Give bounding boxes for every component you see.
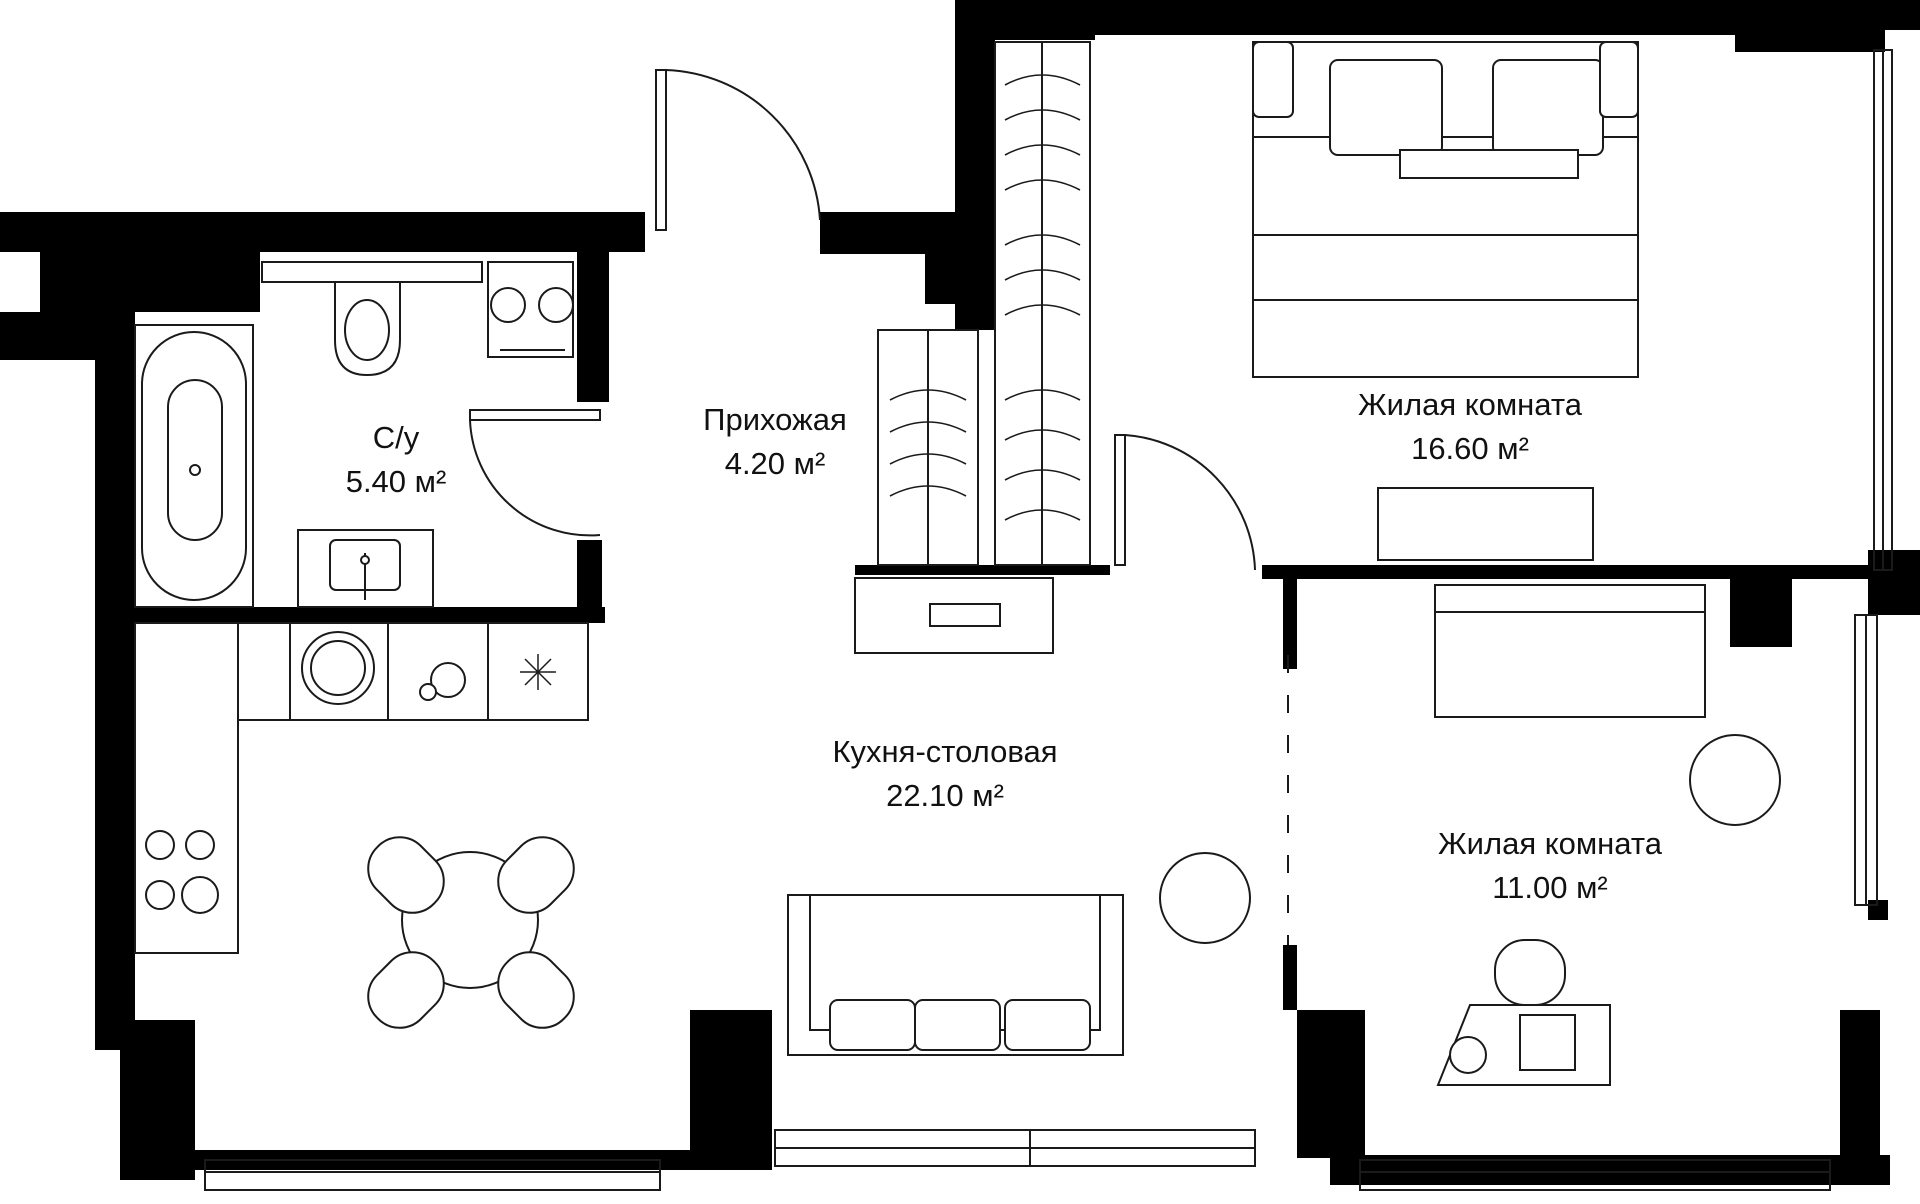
kitchen-fixtures — [134, 622, 1251, 1056]
room-name: С/у — [372, 420, 420, 455]
room-name: Прихожая — [703, 402, 847, 437]
freezer-icon — [520, 654, 556, 690]
room-area: 11.00 м² — [1492, 870, 1608, 905]
bedroom-furniture — [1252, 41, 1639, 561]
sofa — [787, 894, 1124, 1056]
room-area: 16.60 м² — [1411, 431, 1529, 466]
room-label-living: Жилая комната 11.00 м² — [1438, 822, 1662, 910]
room-area: 4.20 м² — [724, 446, 826, 481]
room-label-bedroom: Жилая комната 16.60 м² — [1358, 383, 1582, 471]
sink-icon — [297, 529, 434, 608]
room-area: 22.10 м² — [886, 778, 1004, 813]
side-table — [1159, 852, 1251, 944]
bathroom-fixtures — [134, 261, 574, 608]
room-label-bathroom: С/у 5.40 м² — [346, 416, 447, 504]
washing-machine-icon — [487, 261, 574, 358]
room-label-kitchen: Кухня-столовая 22.10 м² — [832, 730, 1057, 818]
doors — [469, 69, 1289, 945]
dishwasher-icon — [419, 662, 466, 701]
stove-icon — [145, 830, 219, 914]
room-name: Жилая комната — [1358, 387, 1582, 422]
room-area: 5.40 м² — [345, 464, 447, 499]
dining-table — [367, 836, 575, 1029]
living-furniture — [1434, 584, 1781, 1086]
room-label-hallway: Прихожая 4.20 м² — [703, 398, 847, 486]
desk — [1436, 939, 1611, 1086]
hanger-rows — [889, 74, 1081, 521]
toilet-icon — [261, 261, 483, 377]
sink-icon — [301, 631, 375, 705]
wardrobes — [854, 41, 1091, 654]
room-name: Кухня-столовая — [832, 734, 1058, 769]
room-name: Жилая комната — [1438, 826, 1662, 861]
windows — [204, 49, 1893, 1191]
bathtub-icon — [134, 324, 254, 608]
